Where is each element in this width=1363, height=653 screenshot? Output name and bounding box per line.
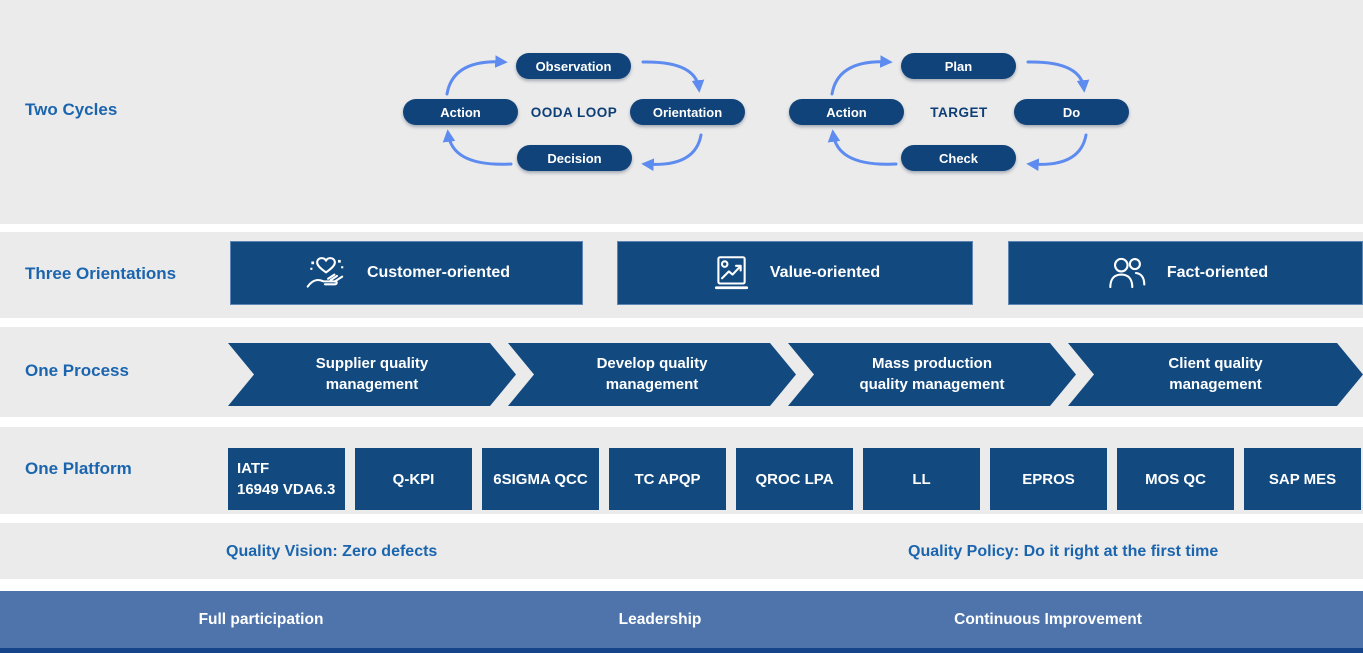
- pdca-pill-check: Check: [901, 145, 1016, 171]
- footer-accent-strip: [0, 648, 1363, 653]
- ooda-pill-decision: Decision: [517, 145, 632, 171]
- pdca-pill-do: Do: [1014, 99, 1129, 125]
- platform-box-iatf: IATF 16949 VDA6.3: [228, 448, 345, 510]
- platform-box-sap-mes: SAP MES: [1244, 448, 1361, 510]
- row-label-one-process: One Process: [25, 361, 129, 380]
- row-label-one-platform: One Platform: [25, 459, 132, 478]
- ooda-pill-orientation: Orientation: [630, 99, 745, 125]
- process-step-supplier: Supplier quality management: [228, 343, 516, 406]
- hand-heart-icon: [303, 252, 349, 294]
- row-label-three-orientations: Three Orientations: [25, 264, 177, 283]
- pdca-pill-action: Action: [789, 99, 904, 125]
- platform-box-ll: LL: [863, 448, 980, 510]
- pdca-cycle-label: TARGET: [930, 104, 988, 120]
- footer-item-leadership: Leadership: [618, 610, 702, 628]
- section-statements: [0, 523, 1363, 579]
- footer-bar: Full participation Leadership Continuous…: [0, 591, 1363, 648]
- ooda-pill-action: Action: [403, 99, 518, 125]
- platform-box-qroc-lpa: QROC LPA: [736, 448, 853, 510]
- orientation-value: Value-oriented: [617, 241, 973, 305]
- platform-box-qkpi: Q-KPI: [355, 448, 472, 510]
- row-label-two-cycles: Two Cycles: [25, 100, 118, 119]
- people-icon: [1103, 252, 1149, 294]
- platform-box-epros: EPROS: [990, 448, 1107, 510]
- platform-box-6sigma-qcc: 6SIGMA QCC: [482, 448, 599, 510]
- process-step-client: Client quality management: [1068, 343, 1363, 406]
- quality-vision-statement: Quality Vision: Zero defects: [226, 543, 438, 560]
- process-step-mass-production: Mass production quality management: [788, 343, 1076, 406]
- footer-item-continuous-improvement: Continuous Improvement: [954, 610, 1142, 628]
- footer-item-full-participation: Full participation: [198, 610, 324, 628]
- platform-box-mos-qc: MOS QC: [1117, 448, 1234, 510]
- ooda-pill-observation: Observation: [516, 53, 631, 79]
- process-step-develop: Develop quality management: [508, 343, 796, 406]
- orientation-fact: Fact-oriented: [1008, 241, 1363, 305]
- orientation-label: Customer-oriented: [366, 264, 511, 281]
- orientation-label: Fact-oriented: [1166, 264, 1269, 281]
- orientation-customer: Customer-oriented: [230, 241, 583, 305]
- pdca-pill-plan: Plan: [901, 53, 1016, 79]
- chart-board-icon: [710, 252, 752, 294]
- orientation-label: Value-oriented: [769, 264, 881, 281]
- ooda-cycle-label: OODA LOOP: [530, 104, 618, 120]
- quality-policy-statement: Quality Policy: Do it right at the first…: [908, 543, 1219, 560]
- platform-box-tc-apqp: TC APQP: [609, 448, 726, 510]
